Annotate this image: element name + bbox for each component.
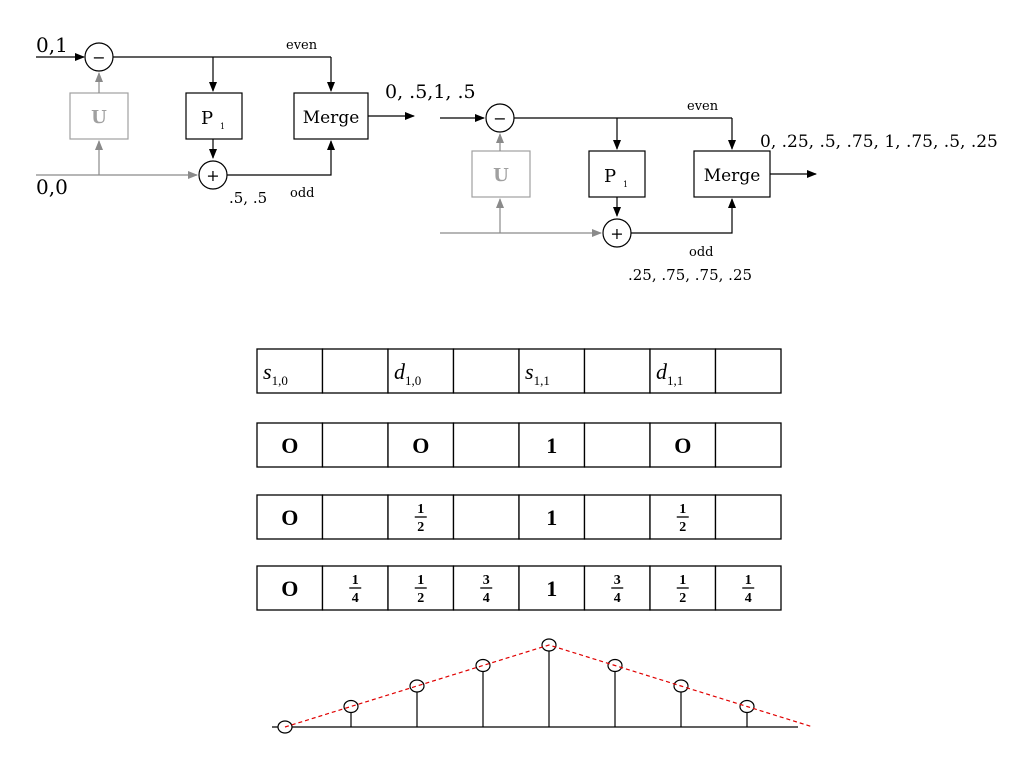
envelope-dashed-line xyxy=(284,644,814,728)
table-cell-value: 1 xyxy=(546,505,557,530)
fraction-numerator: 1 xyxy=(417,502,424,517)
stage2-predict-block xyxy=(588,150,646,198)
fraction-value: 12 xyxy=(676,502,689,535)
stage2-block-diagram: − even U P 1 Merge 0, .25, .5, .75, 1, .… xyxy=(440,99,998,284)
stage1-odd-values: .5, .5 xyxy=(229,189,267,207)
fraction-value: 12 xyxy=(676,573,689,606)
stage1-predict-block xyxy=(185,92,243,140)
fraction-numerator: 1 xyxy=(745,573,752,588)
header-cell-label: s1,0 xyxy=(263,359,288,388)
fraction-denominator: 2 xyxy=(679,591,686,606)
stem-plot xyxy=(272,638,814,734)
header-cell-label: s1,1 xyxy=(525,359,550,388)
fraction-value: 34 xyxy=(611,573,624,606)
table-cell xyxy=(649,422,717,468)
fraction-value: 34 xyxy=(480,573,493,606)
stage1-output-label: 0, .5,1, .5 xyxy=(385,81,476,103)
stage2-plus-sign: + xyxy=(610,224,623,243)
header-cell-label: d1,0 xyxy=(394,359,421,388)
table-cell-value: O xyxy=(281,505,298,530)
header-cell xyxy=(452,348,520,394)
table-cell xyxy=(256,494,324,540)
stage2-output-label: 0, .25, .5, .75, 1, .75, .5, .25 xyxy=(760,132,998,152)
stage2-predict-label: P xyxy=(604,166,616,187)
table-cell-value: 1 xyxy=(546,433,557,458)
fraction-denominator: 4 xyxy=(614,591,621,606)
table-cell xyxy=(583,422,651,468)
stage1-update-block xyxy=(69,92,129,140)
table-cell-value: 1 xyxy=(546,576,557,601)
table-cell-value: O xyxy=(412,433,429,458)
fraction-denominator: 4 xyxy=(352,591,359,606)
table-cell-value: O xyxy=(281,576,298,601)
stage1-odd-label: odd xyxy=(290,186,314,201)
stage1-odd-to-merge-arrow xyxy=(227,140,335,176)
stage1-merge-block xyxy=(293,92,369,140)
header-cell-label: d1,1 xyxy=(656,359,683,388)
stage1-input-top-label: 0,1 xyxy=(36,33,68,57)
fraction-denominator: 4 xyxy=(745,591,752,606)
fraction-numerator: 1 xyxy=(417,573,424,588)
header-cell xyxy=(714,348,782,394)
table-cell xyxy=(518,494,586,540)
table-cell xyxy=(321,422,389,468)
stage2-update-block xyxy=(471,150,531,198)
table-cell xyxy=(583,494,651,540)
fraction-value: 12 xyxy=(414,502,427,535)
stage1-predict-subscript: 1 xyxy=(220,122,225,131)
fraction-numerator: 3 xyxy=(614,573,621,588)
fraction-numerator: 1 xyxy=(679,502,686,517)
table-cell xyxy=(518,422,586,468)
table-cell xyxy=(256,422,324,468)
header-cell xyxy=(321,348,389,394)
stage1-minus-sign: − xyxy=(92,48,105,67)
stage2-odd-to-merge-arrow xyxy=(631,198,736,234)
fraction-numerator: 1 xyxy=(679,573,686,588)
stem-marker xyxy=(343,699,359,714)
stage1-even-label: even xyxy=(286,38,318,53)
table-cell xyxy=(452,422,520,468)
table-cell xyxy=(714,494,782,540)
stage2-update-label: U xyxy=(493,165,509,186)
table-cell-value: O xyxy=(281,433,298,458)
fraction-denominator: 2 xyxy=(417,591,424,606)
stage1-input-bottom-label: 0,0 xyxy=(36,175,68,199)
stage2-even-label: even xyxy=(687,99,719,114)
table-cell-value: O xyxy=(674,433,691,458)
stage2-minus-sign: − xyxy=(493,109,506,128)
stem-marker xyxy=(475,658,491,673)
fraction-denominator: 4 xyxy=(483,591,490,606)
stage2-predict-subscript: 1 xyxy=(623,180,628,189)
header-cell xyxy=(256,348,324,394)
stage2-merge-label: Merge xyxy=(704,166,761,186)
table-cell xyxy=(714,422,782,468)
stage1-predict-label: P xyxy=(201,108,213,129)
stage2-odd-label: odd xyxy=(689,245,713,260)
stem-marker xyxy=(409,679,425,693)
stage2-odd-values: .25, .75, .75, .25 xyxy=(628,266,752,284)
fraction-denominator: 2 xyxy=(679,520,686,535)
stage1-plus-sign: + xyxy=(206,166,219,185)
header-cell xyxy=(649,348,717,394)
fraction-value: 14 xyxy=(742,573,755,606)
fraction-numerator: 1 xyxy=(352,573,359,588)
fraction-denominator: 2 xyxy=(417,520,424,535)
fraction-value: 14 xyxy=(349,573,362,606)
table-cell xyxy=(452,494,520,540)
stage1-block-diagram: 0,1 − even U P 1 Merge 0, .5,1, .5 0,0 +… xyxy=(36,33,476,207)
table-cell xyxy=(256,565,324,611)
fraction-numerator: 3 xyxy=(483,573,490,588)
table-cell xyxy=(321,494,389,540)
header-cell xyxy=(583,348,651,394)
stage1-update-label: U xyxy=(91,107,107,128)
stage1-merge-label: Merge xyxy=(303,108,360,128)
fraction-value: 12 xyxy=(414,573,427,606)
table-cell xyxy=(387,422,455,468)
